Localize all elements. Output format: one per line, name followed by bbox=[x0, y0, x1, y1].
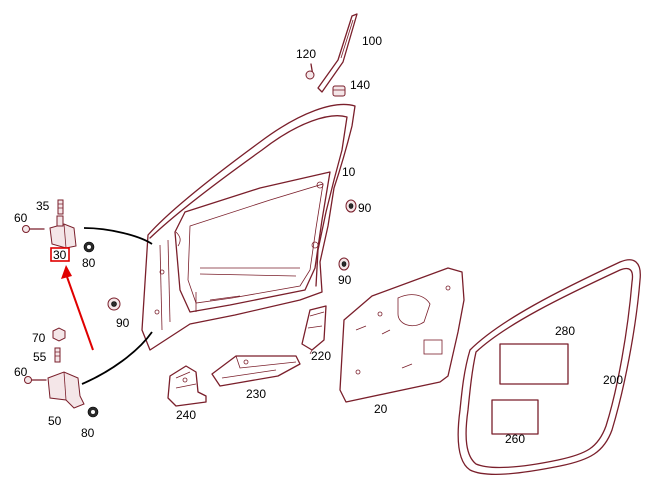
nut-70 bbox=[52, 327, 66, 342]
label-70: 70 bbox=[32, 331, 46, 345]
leader-lower-hinge bbox=[81, 331, 153, 385]
label-55: 55 bbox=[33, 350, 47, 364]
inner-panel bbox=[339, 267, 465, 403]
label-100: 100 bbox=[362, 34, 382, 48]
label-90-a: 90 bbox=[358, 201, 372, 215]
bolt-60-lower bbox=[24, 376, 47, 384]
label-50: 50 bbox=[48, 414, 62, 428]
label-30: 30 bbox=[53, 248, 67, 262]
bracket-240 bbox=[167, 365, 207, 407]
label-10: 10 bbox=[342, 165, 356, 179]
foil-280 bbox=[499, 343, 569, 385]
label-60-upper: 60 bbox=[14, 211, 28, 225]
label-90-b: 90 bbox=[338, 273, 352, 287]
label-280: 280 bbox=[555, 324, 575, 338]
bracket-230 bbox=[211, 355, 301, 387]
bracket-220 bbox=[301, 305, 327, 355]
label-230: 230 bbox=[246, 387, 266, 401]
grommet-90-b bbox=[338, 257, 350, 271]
label-90-c: 90 bbox=[116, 316, 130, 330]
label-260: 260 bbox=[505, 432, 525, 446]
label-60-lower: 60 bbox=[14, 365, 28, 379]
lower-hinge bbox=[47, 371, 85, 409]
highlight-arrowhead bbox=[61, 265, 72, 279]
label-80-lower: 80 bbox=[81, 426, 95, 440]
foil-260 bbox=[491, 399, 539, 435]
door-shell bbox=[141, 103, 356, 351]
nut-80-lower bbox=[87, 406, 99, 418]
grommet-90-c bbox=[107, 297, 121, 311]
label-120: 120 bbox=[296, 47, 316, 61]
pin-35 bbox=[57, 199, 64, 215]
trim-clip bbox=[332, 85, 346, 97]
highlight-box bbox=[50, 247, 70, 262]
label-20: 20 bbox=[374, 402, 388, 416]
label-35: 35 bbox=[36, 199, 50, 213]
leader-upper-hinge bbox=[83, 227, 153, 245]
highlight-arrow bbox=[65, 273, 94, 351]
label-80-upper: 80 bbox=[82, 256, 96, 270]
label-220: 220 bbox=[311, 349, 331, 363]
label-140: 140 bbox=[350, 78, 370, 92]
label-200: 200 bbox=[603, 373, 623, 387]
label-240: 240 bbox=[176, 408, 196, 422]
door-seal bbox=[457, 259, 641, 476]
nut-80-upper bbox=[83, 241, 95, 253]
grommet-90-a bbox=[345, 199, 357, 213]
screw-120 bbox=[305, 63, 315, 80]
upper-hinge bbox=[49, 215, 77, 249]
pin-55 bbox=[54, 347, 61, 363]
bolt-60-upper bbox=[22, 225, 45, 233]
window-trim-strip bbox=[317, 13, 358, 93]
